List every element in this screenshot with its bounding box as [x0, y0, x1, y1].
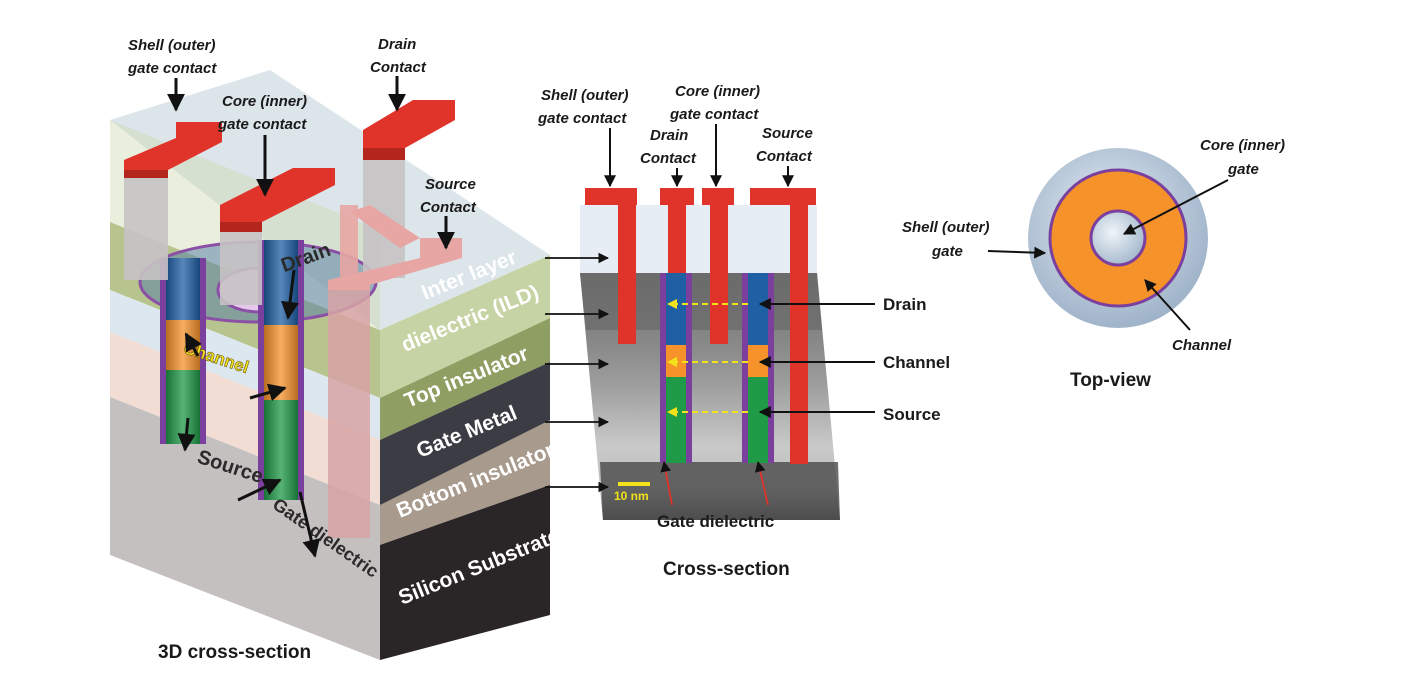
tem-image: [580, 273, 840, 520]
arrow-3d-drain: [281, 269, 299, 320]
top-insulator-face: [380, 318, 550, 440]
gate-metal-face: [380, 362, 550, 505]
arrow-top-channel: [1144, 279, 1191, 331]
label-cross-shell-contact-1: Shell (outer): [541, 87, 629, 104]
source-contact-3d: [328, 205, 462, 538]
view-top: Core (inner) gate Shell (outer) gate Cha…: [902, 137, 1285, 391]
ild-right-face: [380, 255, 550, 398]
arrow-3d-gate-dielectric: [298, 491, 321, 558]
label-top-core-1: Core (inner): [1200, 137, 1285, 154]
scale-bar: [618, 482, 650, 486]
view-cross: 10 nm Shell (outer) gate contact Drain C…: [537, 83, 950, 580]
bottom-insulator-face-main: [380, 420, 550, 545]
label-top-shell-1: Shell (outer): [902, 219, 990, 236]
label-cross-drain-contact-2: Contact: [640, 150, 697, 167]
cross-drain-contact-post: [668, 188, 686, 274]
label-cross-shell-contact-2: gate contact: [537, 110, 627, 127]
cross-column-left: [660, 273, 692, 463]
shell-gate-contact-3d: [124, 122, 222, 280]
arrow-cross-dielectric-left: [660, 460, 673, 506]
label-3d-core-contact-1: Core (inner): [222, 93, 307, 110]
arrow-3d-source-left: [177, 417, 196, 452]
tem-substrate-dark: [600, 462, 840, 520]
cross-core-contact-post: [710, 188, 728, 344]
label-cross-gate-dielectric: Gate dielectric: [657, 512, 774, 531]
cross-column-right: [742, 273, 774, 463]
substrate-face: [380, 485, 550, 660]
core-gate-contact-3d: [220, 168, 335, 305]
caption-top: Top-view: [1070, 370, 1151, 391]
label-cross-source: Source: [883, 405, 941, 424]
caption-3d: 3D cross-section: [158, 642, 311, 663]
label-top-core-2: gate: [1227, 161, 1259, 178]
label-3d-source-contact-1: Source: [425, 176, 476, 193]
scale-label: 10 nm: [614, 489, 649, 503]
caption-cross: Cross-section: [663, 559, 790, 580]
core-gate-disc: [1089, 209, 1147, 267]
arrow-top-core: [1122, 179, 1229, 235]
label-3d-source-contact-2: Contact: [420, 199, 477, 216]
label-3d-drain-contact-1: Drain: [378, 36, 416, 53]
view-3d: Inter layer dielectric (ILD) Top insulat…: [110, 36, 563, 663]
label-cross-drain-contact-1: Drain: [650, 127, 688, 144]
label-top-shell-2: gate: [931, 243, 963, 260]
label-cross-source-contact-1: Source: [762, 125, 813, 142]
label-cross-channel: Channel: [883, 353, 950, 372]
arrow-3d-channel-left: [184, 332, 202, 357]
label-3d-core-contact-2: gate contact: [217, 116, 307, 133]
label-3d-drain-contact-2: Contact: [370, 59, 427, 76]
label-cross-drain: Drain: [883, 295, 926, 314]
cross-shell-contact-post: [618, 188, 636, 344]
substrate-left-face: [110, 397, 380, 660]
tem-top-dark: [580, 273, 822, 330]
label-cross-core-contact-1: Core (inner): [675, 83, 760, 100]
arrow-3d-source-right: [237, 478, 282, 502]
arrow-cross-dielectric-right: [754, 460, 769, 506]
label-3d-shell-contact-1: Shell (outer): [128, 37, 216, 54]
label-3d-shell-contact-2: gate contact: [127, 60, 217, 77]
label-cross-core-contact-2: gate contact: [669, 106, 759, 123]
cross-ild-region: [580, 205, 817, 273]
arrow-top-shell: [987, 246, 1047, 259]
label-cross-source-contact-2: Contact: [756, 148, 813, 165]
cross-source-contact-post: [790, 188, 808, 464]
pillar-right: [258, 240, 304, 500]
label-top-channel: Channel: [1172, 337, 1232, 354]
arrow-3d-channel-right: [249, 383, 287, 402]
